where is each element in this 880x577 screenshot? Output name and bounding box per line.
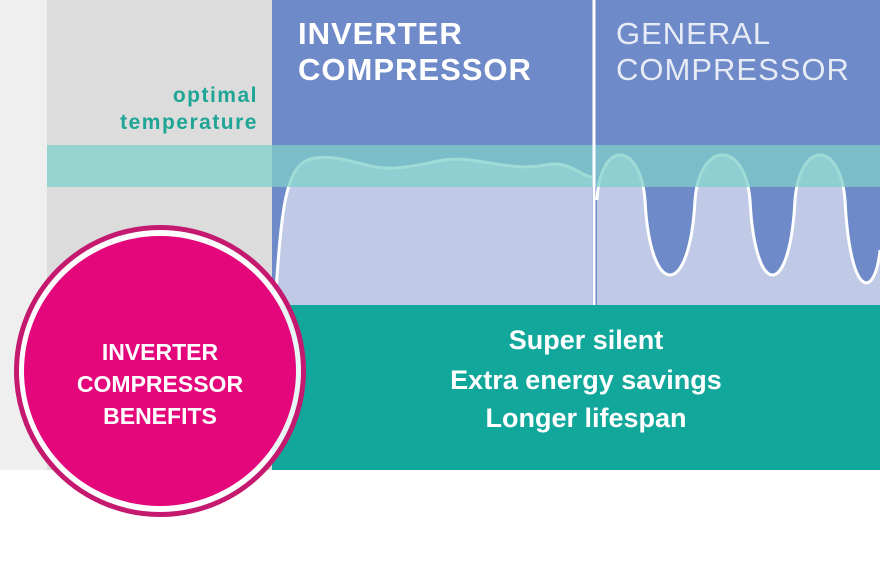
optimal-temperature-band <box>47 145 880 187</box>
heading-line: COMPRESSOR <box>616 52 850 87</box>
general-compressor-heading: GENERAL COMPRESSOR <box>616 16 850 88</box>
label-line: optimal <box>172 84 258 107</box>
benefit-item: Extra energy savings <box>450 365 722 395</box>
optimal-temperature-label: optimal temperature <box>120 82 258 136</box>
badge-line: COMPRESSOR <box>76 371 244 397</box>
benefits-panel: Super silent Extra energy savings Longer… <box>272 305 880 470</box>
heading-line: INVERTER <box>298 16 463 51</box>
heading-line: GENERAL <box>616 16 772 51</box>
inverter-compressor-heading: INVERTER COMPRESSOR <box>298 16 532 88</box>
general-fill <box>597 155 880 305</box>
benefit-item: Longer lifespan <box>485 403 687 433</box>
benefits-badge <box>24 236 296 506</box>
benefits-badge-text: INVERTER COMPRESSOR BENEFITS <box>24 336 296 432</box>
benefit-item: Super silent <box>508 325 664 355</box>
general-curve <box>595 153 880 285</box>
badge-line: BENEFITS <box>103 403 217 429</box>
inverter-fill <box>275 157 592 305</box>
badge-line: INVERTER <box>101 339 219 365</box>
heading-line: COMPRESSOR <box>298 52 532 87</box>
label-line: temperature <box>120 111 258 134</box>
